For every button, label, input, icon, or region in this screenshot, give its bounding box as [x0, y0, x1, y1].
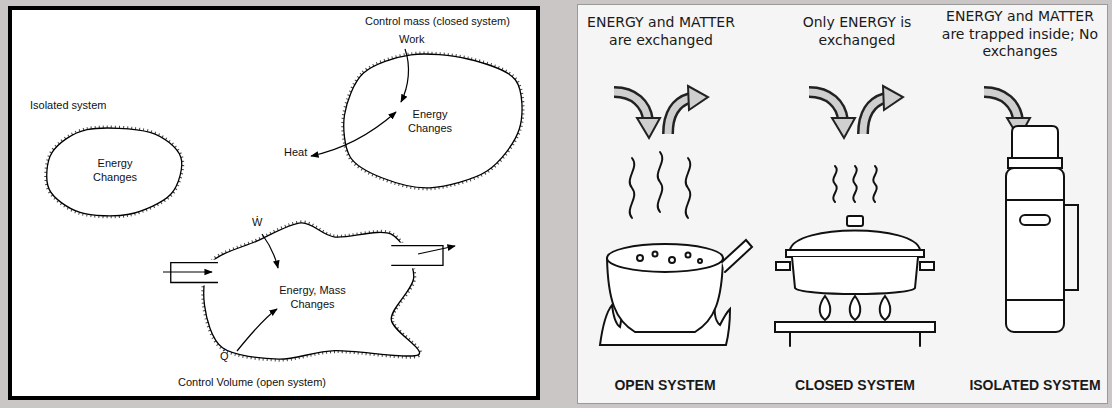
heat-label: Heat — [284, 146, 307, 160]
system-boundary: Control mass (closed system)Energy Chang… — [335, 52, 525, 192]
pipe — [391, 246, 443, 266]
system-label: OPEN SYSTEM — [595, 377, 735, 395]
arrow-out — [668, 86, 708, 134]
node-heading: Control Volume (open system) — [178, 376, 326, 390]
boundary-line — [47, 128, 182, 216]
arrow-in — [614, 92, 660, 138]
column-heading: ENERGY and MATTER are trapped inside; No… — [936, 8, 1104, 61]
right-panel — [577, 4, 1108, 404]
node-text: Energy, Mass Changes — [273, 284, 353, 312]
system-label: ISOLATED SYSTEM — [960, 377, 1110, 395]
open-pot — [600, 152, 752, 345]
node-heading: Isolated system — [30, 99, 106, 113]
pipe-fill — [171, 260, 218, 286]
closed-pot — [775, 166, 935, 346]
system-boundary: Energy, Mass ChangesControl Volume (open… — [200, 220, 425, 362]
system-boundary: Isolated systemEnergy Changes — [45, 125, 185, 217]
pipe — [171, 263, 218, 283]
boundary-dots — [344, 54, 522, 188]
system-label: CLOSED SYSTEM — [785, 377, 925, 395]
exchange-arrows — [614, 86, 1030, 138]
heat-rate-label: Q̇ — [220, 350, 229, 364]
thermos — [1006, 126, 1078, 332]
node-text: Energy Changes — [399, 108, 461, 136]
node-heading: Control mass (closed system) — [365, 15, 510, 29]
pipe-fill — [391, 243, 443, 269]
boundary-line — [344, 54, 522, 188]
boundary-line — [204, 223, 420, 359]
column-heading: Only ENERGY is exchanged — [787, 14, 927, 49]
work-label: Work — [399, 33, 424, 47]
boundary-dots — [47, 128, 182, 216]
work-rate-label: Ẇ — [252, 216, 262, 230]
column-heading: ENERGY and MATTER are exchanged — [583, 14, 739, 49]
node-text: Energy Changes — [84, 157, 146, 185]
boundary-dots — [204, 223, 420, 359]
